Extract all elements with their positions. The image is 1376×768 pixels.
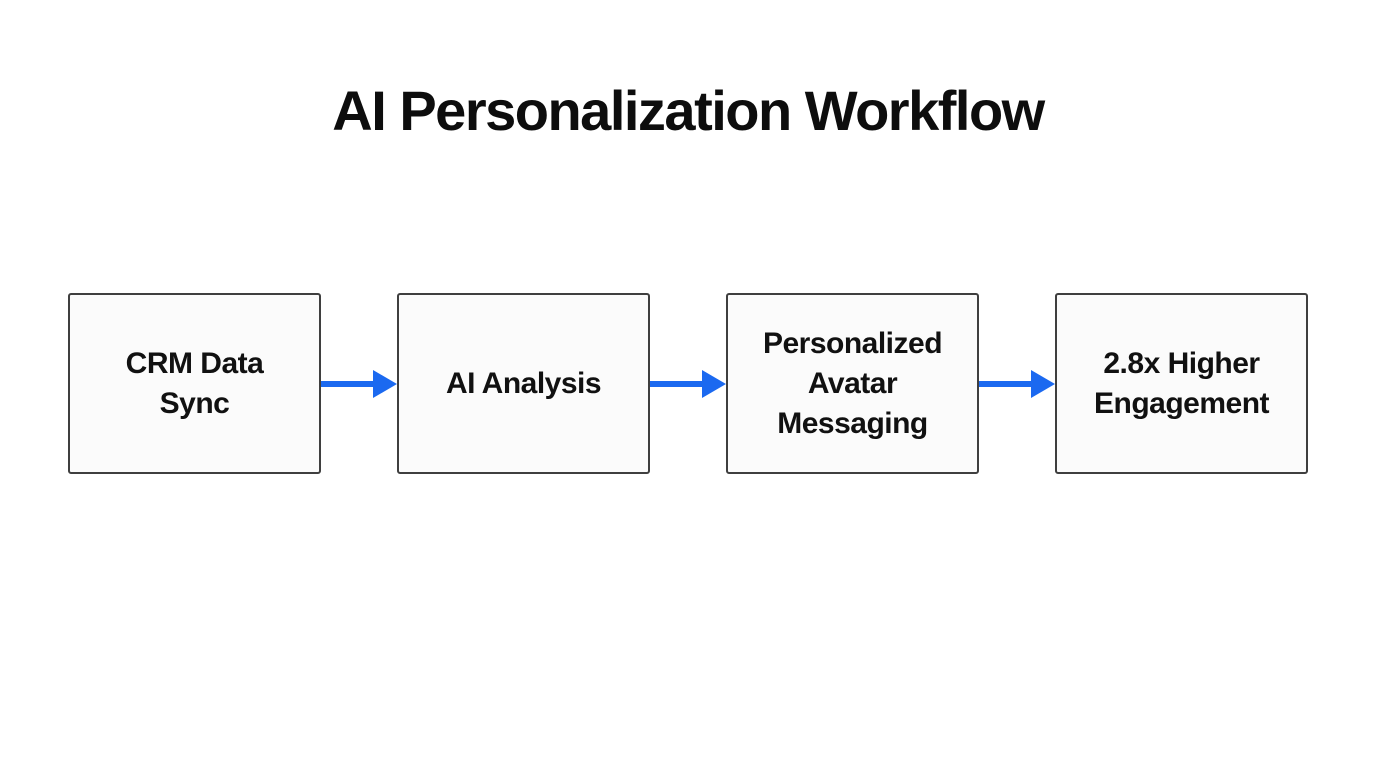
flow-node-label: AI Analysis: [445, 366, 602, 400]
right-arrow-icon: [650, 369, 726, 398]
flow-row: CRM Data Sync AI Analysis Personalized A…: [68, 293, 1308, 474]
right-arrow-icon: [321, 369, 397, 398]
flow-node-crm-data-sync: CRM Data Sync: [68, 293, 321, 474]
arrow-head: [1031, 369, 1055, 398]
flow-node-ai-analysis: AI Analysis: [397, 293, 650, 474]
flow-node-personalized-avatar-messaging: Personalized Avatar Messaging: [726, 293, 979, 474]
arrow-head: [702, 369, 726, 398]
diagram-title: AI Personalization Workflow: [332, 79, 1045, 142]
flow-node-label: 2.8x Higher Engagement: [1093, 346, 1270, 420]
arrow-head: [373, 369, 397, 398]
flow-node-label: Personalized Avatar Messaging: [762, 326, 943, 440]
flow-node-higher-engagement: 2.8x Higher Engagement: [1055, 293, 1308, 474]
flow-node-label: CRM Data Sync: [125, 346, 264, 420]
right-arrow-icon: [979, 369, 1055, 398]
